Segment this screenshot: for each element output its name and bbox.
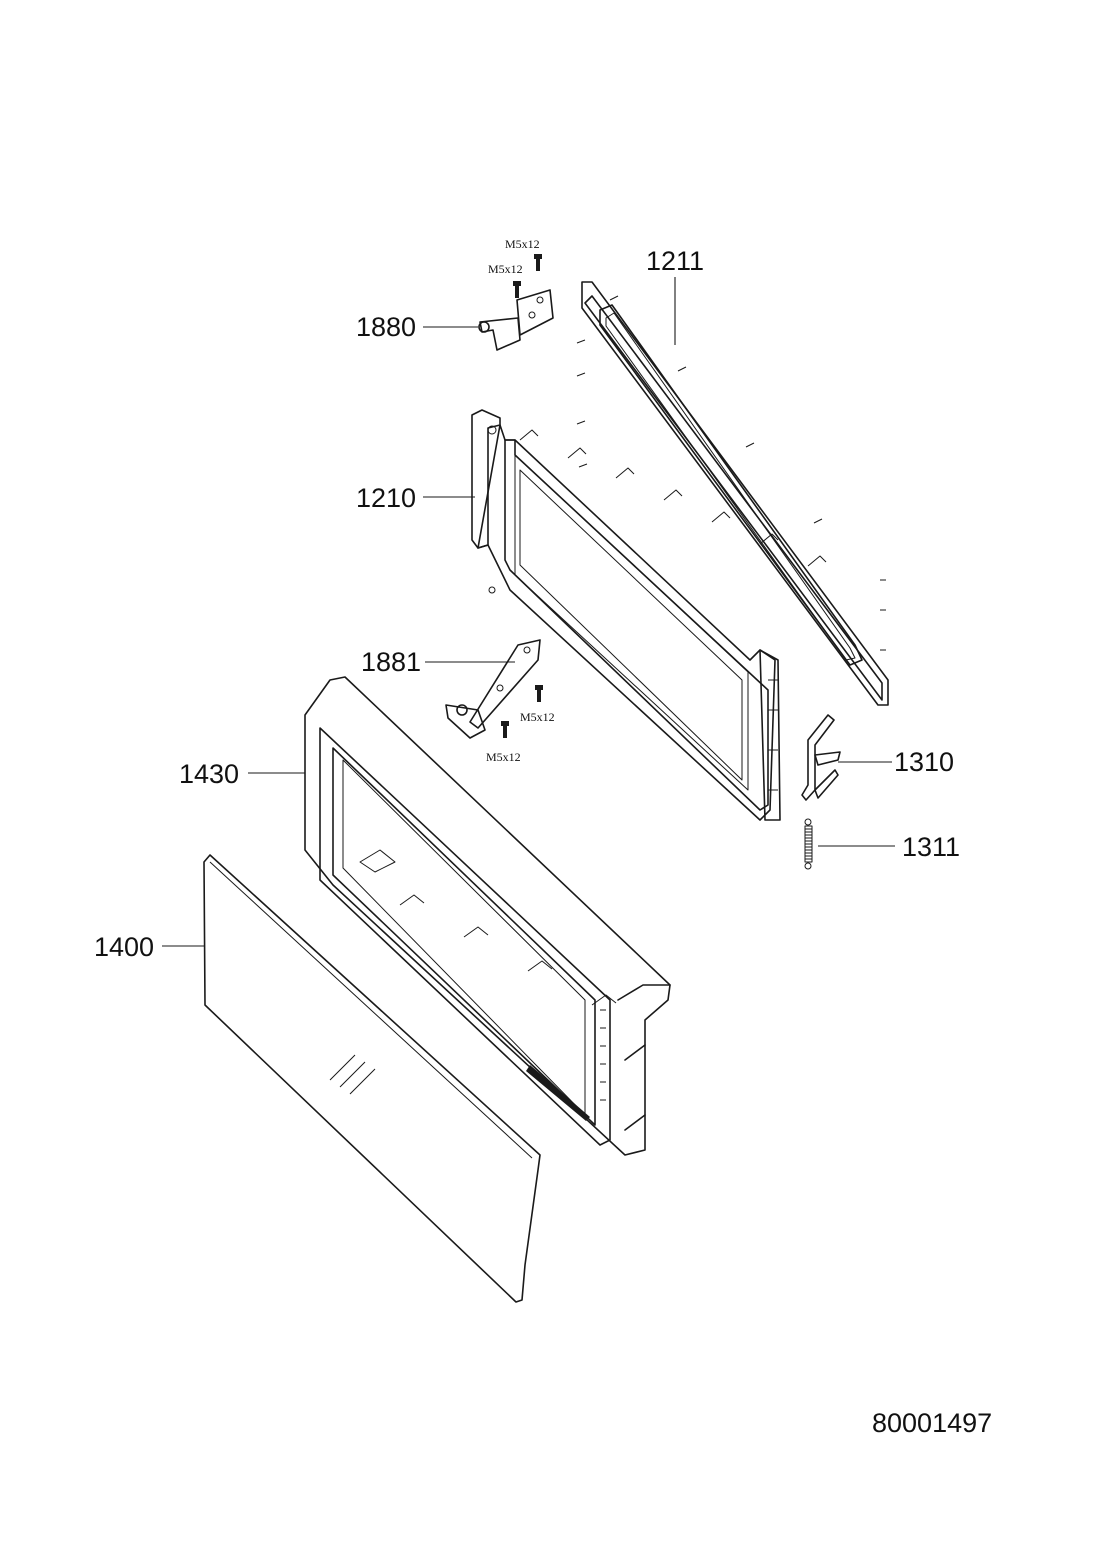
part-1400-drawing xyxy=(203,854,541,1303)
part-1311-drawing xyxy=(804,818,813,870)
part-label-1880: 1880 xyxy=(356,312,416,342)
screw-4-drawing xyxy=(501,721,509,738)
part-label-1400: 1400 xyxy=(94,932,154,962)
screw-label-2: M5x12 xyxy=(488,262,523,276)
part-label-1310: 1310 xyxy=(894,747,954,777)
screw-1-drawing xyxy=(534,254,542,271)
screw-label-1: M5x12 xyxy=(505,237,540,251)
part-label-1210: 1210 xyxy=(356,483,416,513)
part-1210-drawing xyxy=(471,409,827,821)
part-1430-drawing xyxy=(304,676,671,1156)
part-1310-drawing xyxy=(801,714,841,801)
part-1881-drawing xyxy=(445,639,541,739)
leader-lines xyxy=(162,277,895,947)
screw-label-3: M5x12 xyxy=(520,710,555,724)
part-label-1881: 1881 xyxy=(361,647,421,677)
part-label-1430: 1430 xyxy=(179,759,239,789)
screw-2-drawing xyxy=(513,281,521,298)
screw-3-drawing xyxy=(535,685,543,702)
screw-label-4: M5x12 xyxy=(486,750,521,764)
part-label-1311: 1311 xyxy=(902,832,960,862)
part-1880-drawing xyxy=(478,289,554,351)
part-1211-drawing xyxy=(576,281,889,706)
part-label-1211: 1211 xyxy=(646,246,704,276)
document-number: 80001497 xyxy=(872,1408,992,1438)
